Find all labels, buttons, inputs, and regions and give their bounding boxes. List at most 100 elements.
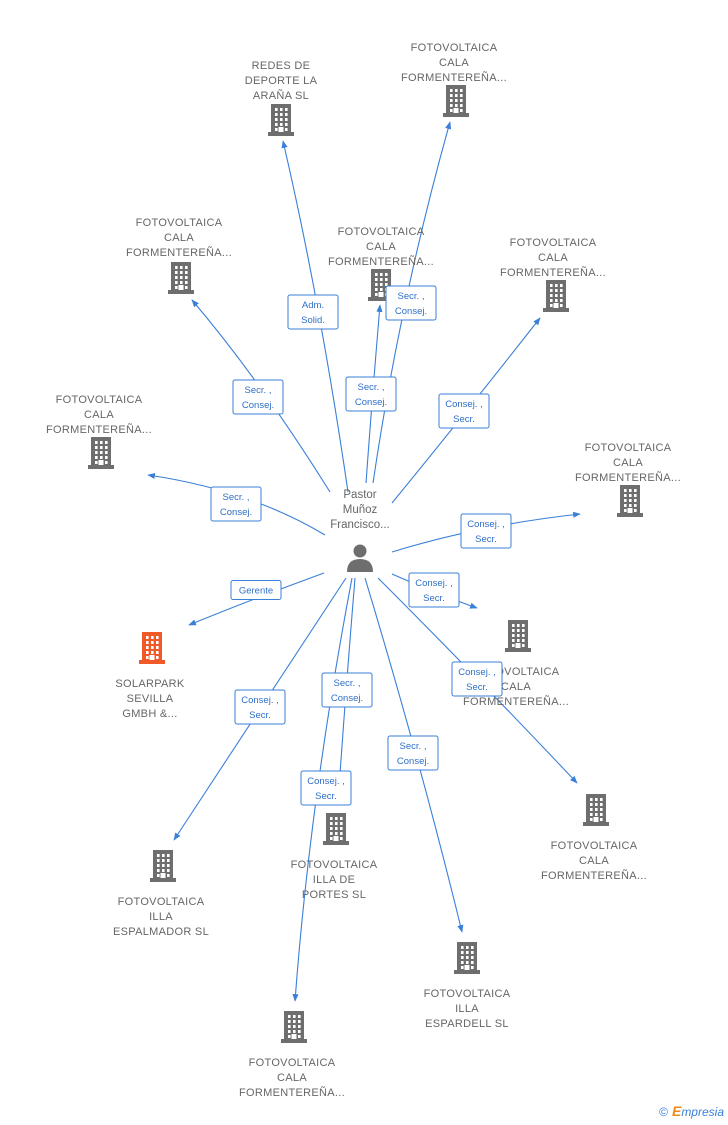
building-window xyxy=(340,837,343,840)
building-window xyxy=(330,832,333,835)
edge-label-n10[interactable]: Consej. ,Secr. xyxy=(451,661,503,697)
building-window xyxy=(157,874,160,877)
edge-label-box xyxy=(300,770,352,806)
building-window xyxy=(285,108,288,111)
node-label-line: CALA xyxy=(538,252,568,264)
building-door xyxy=(291,1034,297,1039)
building-door xyxy=(593,817,599,822)
building-window xyxy=(100,456,103,459)
building-window xyxy=(555,284,558,287)
company-node-n14[interactable]: FOTOVOLTAICACALAFORMENTEREÑA... xyxy=(239,1011,345,1099)
building-window xyxy=(624,504,627,507)
node-label-line: CALA xyxy=(439,57,469,69)
node-label-line: CALA xyxy=(501,681,531,693)
building-window xyxy=(375,278,378,281)
person-body xyxy=(347,559,373,572)
building-window xyxy=(560,304,563,307)
building-base xyxy=(543,308,569,312)
company-node-n4[interactable]: FOTOVOLTAICACALAFORMENTEREÑA... xyxy=(328,226,434,301)
node-label-line: SOLARPARK xyxy=(115,678,184,690)
edge-label-n2[interactable]: Secr. ,Consej. xyxy=(385,285,437,321)
building-window xyxy=(105,456,108,459)
edge-label-n8[interactable]: Gerente xyxy=(230,580,282,600)
building-window xyxy=(461,951,464,954)
company-node-n7[interactable]: FOTOVOLTAICACALAFORMENTEREÑA... xyxy=(575,442,681,517)
building-icon xyxy=(139,632,165,664)
node-label-line: PORTES SL xyxy=(302,889,366,901)
building-window xyxy=(460,109,463,112)
building-window xyxy=(634,509,637,512)
company-node-n3[interactable]: FOTOVOLTAICACALAFORMENTEREÑA... xyxy=(126,217,232,294)
building-window xyxy=(450,89,453,92)
edge-label-box xyxy=(385,285,437,321)
building-window xyxy=(185,266,188,269)
edge-label-n1[interactable]: Adm.Solid. xyxy=(287,294,339,330)
company-node-n10[interactable]: FOTOVOLTAICACALAFORMENTEREÑA... xyxy=(541,794,647,882)
building-window xyxy=(105,451,108,454)
company-node-n5[interactable]: FOTOVOLTAICACALAFORMENTEREÑA... xyxy=(500,237,606,312)
building-window xyxy=(634,499,637,502)
building-window xyxy=(460,94,463,97)
building-window xyxy=(560,289,563,292)
edge-label-n11[interactable]: Consej. ,Secr. xyxy=(234,689,286,725)
building-window xyxy=(288,1015,291,1018)
person-label-line: Muñoz xyxy=(343,504,378,516)
edge-label-n12[interactable]: Secr. ,Consej. xyxy=(321,672,373,708)
building-window xyxy=(175,271,178,274)
building-window xyxy=(595,803,598,806)
building-window xyxy=(600,818,603,821)
building-window xyxy=(167,869,170,872)
edge-label-n13[interactable]: Secr. ,Consej. xyxy=(387,735,439,771)
edge-label-text: Consej. xyxy=(242,400,274,411)
building-icon xyxy=(281,1011,307,1043)
building-door xyxy=(627,508,633,513)
building-window xyxy=(461,956,464,959)
person-node[interactable]: PastorMuñozFrancisco... xyxy=(330,489,390,572)
edge-label-n3[interactable]: Secr. ,Consej. xyxy=(232,379,284,415)
building-icon xyxy=(150,850,176,882)
edge-label-text: Secr. , xyxy=(334,678,361,689)
building-window xyxy=(375,273,378,276)
edge-label-text: Solid. xyxy=(301,315,325,326)
company-node-n2[interactable]: FOTOVOLTAICACALAFORMENTEREÑA... xyxy=(401,42,507,117)
building-window xyxy=(293,1020,296,1023)
brand-name: mpresia xyxy=(681,1105,724,1119)
building-window xyxy=(590,808,593,811)
edge-label-n4[interactable]: Secr. ,Consej. xyxy=(345,376,397,412)
node-label-line: FOTOVOLTAICA xyxy=(411,42,498,54)
edge-label-n6[interactable]: Secr. ,Consej. xyxy=(210,486,262,522)
building-window xyxy=(175,276,178,279)
brand-watermark: ©Empresia xyxy=(659,1103,724,1119)
building-window xyxy=(629,494,632,497)
edge-label-n9[interactable]: Consej. ,Secr. xyxy=(408,572,460,608)
edge-label-text: Consej. , xyxy=(307,776,345,787)
building-window xyxy=(517,634,520,637)
building-window xyxy=(95,441,98,444)
edge-label-n5[interactable]: Consej. ,Secr. xyxy=(438,393,490,429)
building-window xyxy=(167,864,170,867)
company-node-n6[interactable]: FOTOVOLTAICACALAFORMENTEREÑA... xyxy=(46,394,152,469)
building-window xyxy=(555,289,558,292)
edge-label-text: Consej. xyxy=(395,306,427,317)
building-window xyxy=(450,99,453,102)
edge-label-text: Secr. xyxy=(249,710,271,721)
building-window xyxy=(288,1035,291,1038)
edge-label-n7[interactable]: Consej. ,Secr. xyxy=(460,513,512,549)
edge-label-n14[interactable]: Consej. ,Secr. xyxy=(300,770,352,806)
building-window xyxy=(275,128,278,131)
building-window xyxy=(455,99,458,102)
building-window xyxy=(156,656,159,659)
building-window xyxy=(460,104,463,107)
building-window xyxy=(550,284,553,287)
building-window xyxy=(590,798,593,801)
building-window xyxy=(634,494,637,497)
building-window xyxy=(380,278,383,281)
building-window xyxy=(461,946,464,949)
node-label-line: FORMENTEREÑA... xyxy=(500,266,606,279)
